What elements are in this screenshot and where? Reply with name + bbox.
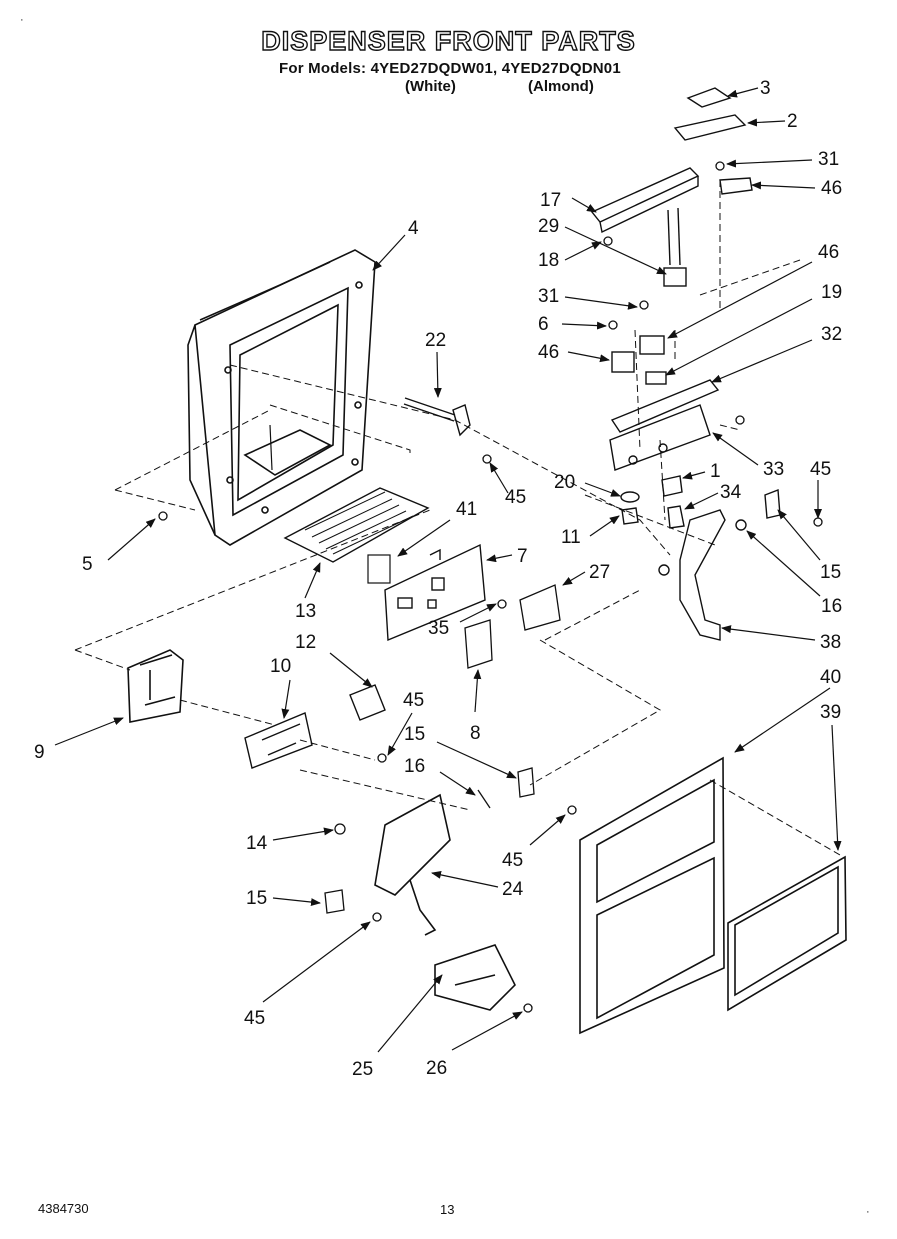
callout-p15c: 15 (246, 888, 267, 909)
callout-p4: 4 (408, 218, 419, 239)
document-number: 4384730 (38, 1201, 89, 1216)
callout-p10: 10 (270, 656, 291, 677)
chute-part-25 (434, 944, 516, 1011)
grille-part-13 (283, 487, 430, 563)
leader-lines (54, 87, 842, 1053)
scan-mark: · (866, 1206, 870, 1218)
callout-p27: 27 (589, 562, 610, 583)
callout-p25: 25 (352, 1059, 373, 1080)
callout-p45c: 45 (403, 690, 424, 711)
callout-p35: 35 (428, 618, 449, 639)
callout-p11: 11 (561, 527, 581, 548)
bracket-part-27 (519, 584, 561, 631)
callout-p39: 39 (820, 702, 841, 723)
callout-p32: 32 (821, 324, 842, 345)
callout-p13: 13 (295, 601, 316, 622)
callout-p24: 24 (502, 879, 524, 900)
dispenser-housing-part-4 (187, 249, 376, 546)
callout-p41: 41 (456, 499, 477, 520)
bracket-part-8 (464, 619, 493, 669)
callout-p16a: 16 (821, 596, 842, 617)
callout-p8: 8 (470, 723, 481, 744)
callout-p9: 9 (34, 742, 45, 763)
callout-p1: 1 (710, 461, 721, 482)
model-list: For Models: 4YED27DQDW01, 4YED27DQDN01 (279, 60, 621, 77)
callout-p19: 19 (821, 282, 842, 303)
top-brackets (590, 87, 747, 234)
callout-p31b: 31 (538, 286, 559, 307)
callout-p38: 38 (820, 632, 841, 653)
callout-p40: 40 (820, 667, 841, 688)
trim-part-9 (127, 649, 184, 723)
label-part-41 (367, 554, 391, 584)
assembly-lines (74, 180, 841, 856)
left-mid-parts (244, 684, 386, 769)
callout-p45b: 45 (505, 487, 526, 508)
page-number: 13 (440, 1202, 455, 1217)
callout-p45e: 45 (244, 1008, 265, 1029)
panel-part-7 (384, 543, 486, 642)
lower-right-parts (620, 475, 781, 641)
door-panel-part-40 (579, 756, 725, 1035)
callout-p17: 17 (540, 190, 561, 211)
callout-p18: 18 (538, 250, 559, 271)
dispenser-mechanism (609, 177, 753, 471)
panel-insert-part-39 (727, 855, 847, 1012)
callout-p20: 20 (554, 472, 575, 493)
callout-p5: 5 (82, 554, 93, 575)
callout-p7: 7 (517, 546, 528, 567)
callout-p46c: 46 (538, 342, 559, 363)
callout-p26: 26 (426, 1058, 447, 1079)
callout-p15b: 15 (404, 724, 425, 745)
callout-p29: 29 (538, 216, 559, 237)
color-white-label: (White) (405, 78, 456, 95)
callout-p3: 3 (760, 78, 771, 99)
rod-part-22 (403, 397, 471, 437)
callout-p46a: 46 (821, 178, 842, 199)
callout-p34: 34 (720, 482, 742, 503)
callout-p22: 22 (425, 330, 446, 351)
callout-p16b: 16 (404, 756, 425, 777)
scan-mark: · (20, 14, 24, 26)
callout-numbers: 3 2 31 46 17 29 4 18 46 31 19 6 32 22 46… (34, 78, 842, 1080)
page-title: DISPENSER FRONT PARTS (261, 25, 636, 56)
callout-p45d: 45 (502, 850, 523, 871)
callout-p33: 33 (763, 459, 784, 480)
small-hardware (158, 161, 823, 1013)
callout-p45a: 45 (810, 459, 831, 480)
callout-p15a: 15 (820, 562, 841, 583)
arm-part-24 (374, 793, 451, 936)
callout-p12: 12 (295, 632, 316, 653)
page-header: DISPENSER FRONT PARTS For Models: 4YED27… (0, 0, 897, 110)
color-almond-label: (Almond) (528, 78, 594, 95)
callout-p6: 6 (538, 314, 549, 335)
callout-p31a: 31 (818, 149, 839, 170)
callout-p2: 2 (787, 111, 798, 132)
callout-p46b: 46 (818, 242, 839, 263)
callout-p14: 14 (246, 833, 268, 854)
